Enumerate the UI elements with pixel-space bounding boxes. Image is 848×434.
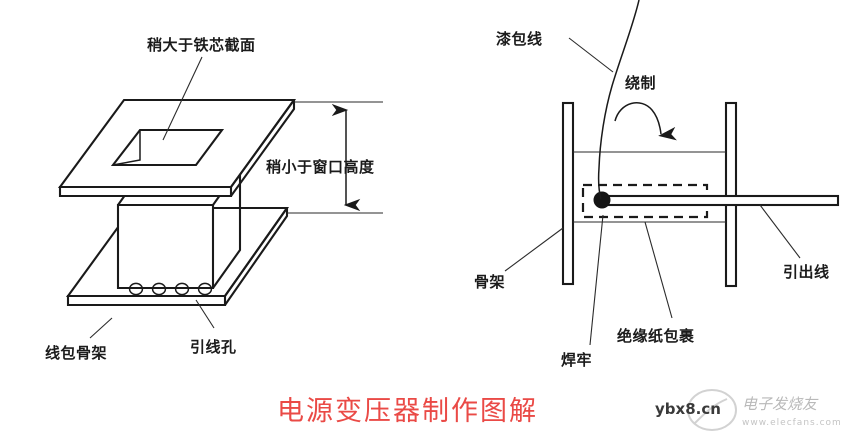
solder-joint-dot (593, 191, 611, 209)
leader-magnet-wire (568, 37, 614, 73)
figure-title: 电源变压器制作图解 (277, 396, 538, 427)
watermark-brand: 电子发烧友 (742, 395, 819, 413)
leader-lead-out (759, 204, 801, 259)
watermark: ybx8.cn 电子发烧友 www.elecfans.com (655, 389, 842, 431)
leader-frame (504, 227, 564, 272)
window-height-dimension (287, 101, 383, 214)
label-window-height: 稍小于窗口高度 (266, 158, 375, 176)
label-lead-out: 引出线 (783, 263, 830, 281)
leader-bobbin (89, 317, 113, 339)
leader-insulation (644, 221, 673, 319)
lead-hole (197, 282, 213, 296)
winding-direction-arrow (614, 102, 677, 141)
watermark-circle (687, 389, 737, 431)
watermark-swoosh (694, 398, 728, 424)
lead-hole (128, 282, 144, 296)
label-solder: 焊牢 (561, 351, 592, 369)
label-insulation-paper: 绝缘纸包裹 (617, 327, 695, 345)
lead-hole (151, 282, 167, 296)
left-flange (561, 101, 575, 286)
right-flange (724, 101, 738, 288)
leader-lead-hole (195, 299, 215, 329)
bobbin-core-body (573, 151, 726, 223)
upper-flange-plate (57, 98, 297, 198)
lead-out-wire (596, 194, 840, 207)
watermark-site: ybx8.cn (655, 400, 721, 418)
label-winding: 绕制 (625, 74, 656, 92)
leader-solder (589, 214, 604, 346)
right-winding-drawing (504, 0, 840, 346)
magnet-wire-path (597, 0, 640, 200)
label-magnet-wire: 漆包线 (496, 30, 543, 48)
label-frame: 骨架 (474, 273, 505, 291)
lead-hole-group (128, 282, 213, 296)
label-lead-hole: 引线孔 (190, 338, 237, 356)
left-bobbin-drawing (57, 56, 383, 339)
label-core-section: 稍大于铁芯截面 (147, 36, 256, 54)
lead-hole (174, 282, 190, 296)
leader-core-section (162, 56, 203, 141)
watermark-url: www.elecfans.com (742, 418, 842, 428)
label-bobbin: 线包骨架 (45, 344, 107, 362)
